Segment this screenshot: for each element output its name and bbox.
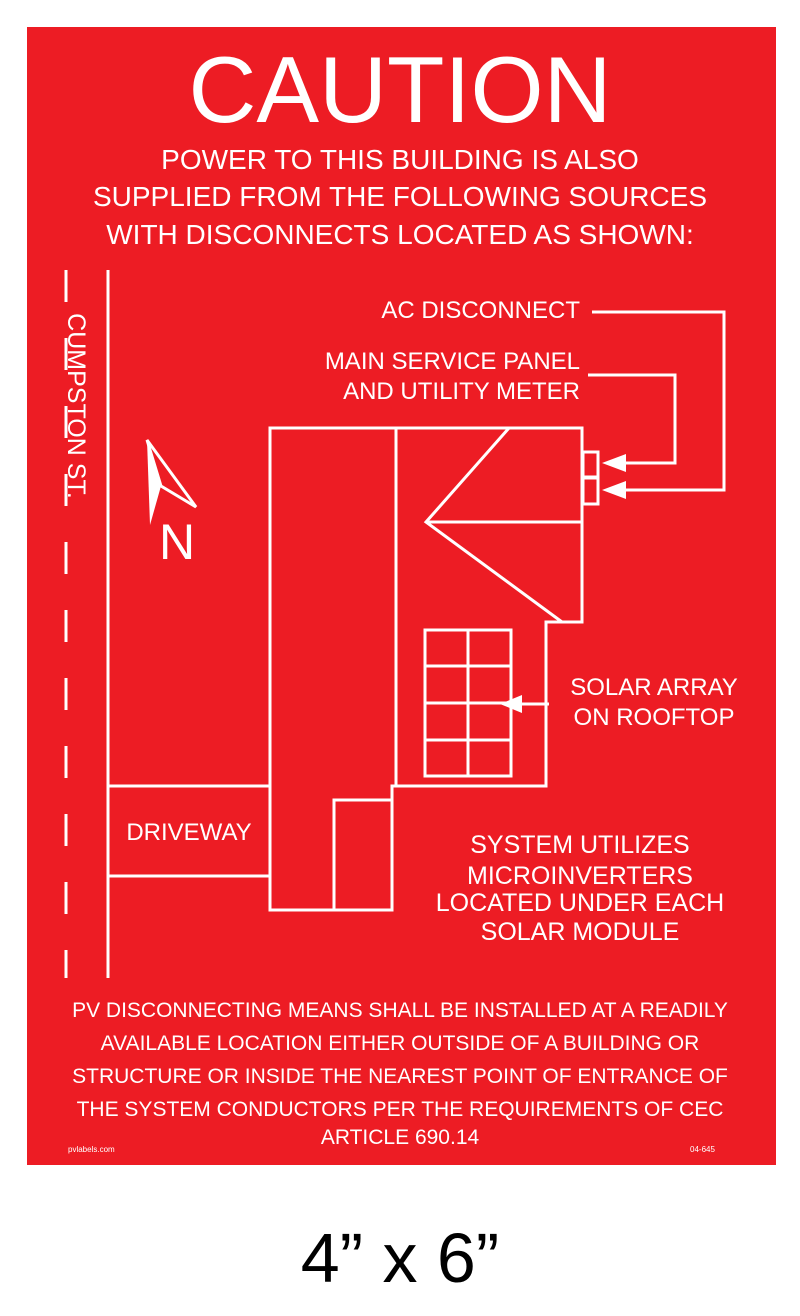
ac-disconnect-box [581, 450, 600, 479]
solar-array-arrowhead [500, 695, 522, 713]
microinverter-line-1: SYSTEM UTILIZES [470, 831, 690, 859]
subtitle-line-1: POWER TO THIS BUILDING IS ALSO [161, 144, 639, 175]
part-number-label: 04-645 [690, 1145, 715, 1154]
size-caption: 4” x 6” [300, 1219, 500, 1297]
main-panel-box [581, 476, 600, 506]
website-label: pvlabels.com [68, 1145, 115, 1154]
street-label: CUMPSTON ST. [62, 313, 90, 499]
north-label: N [158, 514, 196, 570]
subtitle-line-3: WITH DISCONNECTS LOCATED AS SHOWN: [106, 219, 694, 250]
notice-line-4: THE SYSTEM CONDUCTORS PER THE REQUIREMEN… [76, 1098, 724, 1121]
caution-label [27, 27, 776, 1165]
solar-array-label-line-1: SOLAR ARRAY [570, 674, 738, 701]
main-panel-leader [588, 373, 677, 465]
microinverter-line-2: MICROINVERTERS [467, 862, 693, 890]
ac-disconnect-arrowhead [602, 481, 626, 499]
north-arrow-icon [145, 439, 198, 525]
notice-line-3: STRUCTURE OR INSIDE THE NEAREST POINT OF… [72, 1065, 728, 1088]
microinverter-line-3: LOCATED UNDER EACH [435, 889, 725, 917]
driveway-label: DRIVEWAY [126, 819, 252, 846]
microinverter-line-4: SOLAR MODULE [480, 918, 680, 946]
ac-disconnect-label: AC DISCONNECT [381, 297, 580, 324]
building-outline [268, 426, 584, 912]
subtitle-line-2: SUPPLIED FROM THE FOLLOWING SOURCES [92, 181, 708, 212]
notice-line-2: AVAILABLE LOCATION EITHER OUTSIDE OF A B… [100, 1032, 700, 1055]
driveway-outline [108, 784, 270, 878]
ac-disconnect-leader [592, 310, 726, 492]
notice-line-1: PV DISCONNECTING MEANS SHALL BE INSTALLE… [72, 999, 728, 1022]
caution-title: CAUTION [188, 37, 612, 142]
solar-array-grid [423, 628, 513, 778]
notice-line-5: ARTICLE 690.14 [320, 1126, 480, 1149]
main-panel-label-line-2: AND UTILITY METER [343, 378, 580, 405]
main-panel-arrowhead [602, 454, 626, 472]
main-panel-label-line-1: MAIN SERVICE PANEL [324, 348, 580, 375]
roof-lines [423, 427, 563, 624]
solar-array-label-line-2: ON ROOFTOP [573, 704, 735, 731]
garage-outline [332, 798, 394, 912]
